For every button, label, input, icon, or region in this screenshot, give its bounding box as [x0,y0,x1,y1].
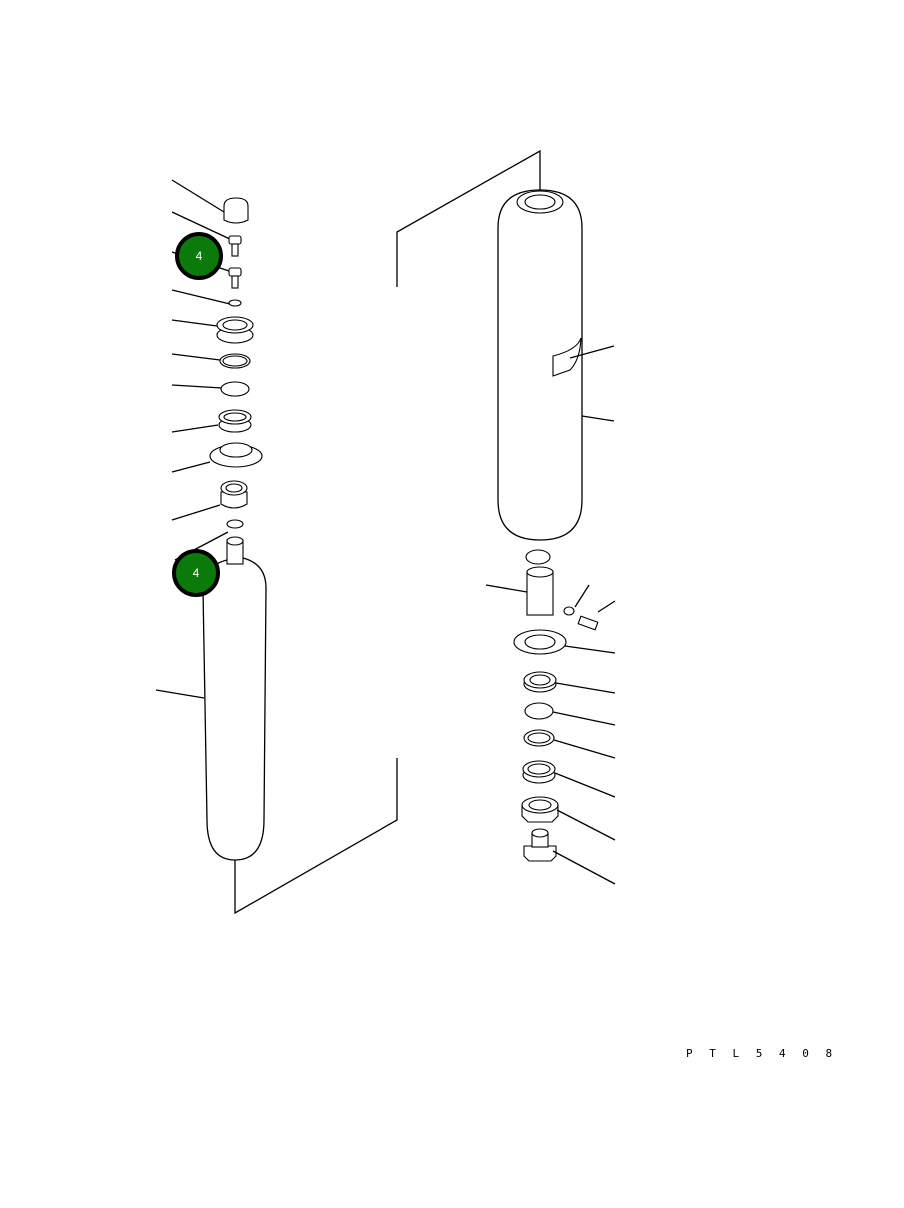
right-cylinder [497,189,615,541]
badge-label: 4 [192,566,200,580]
right-assembly [485,549,616,885]
badge-label: 4 [195,249,203,263]
callout-badge-4-bottom[interactable]: 4 [172,549,220,597]
callout-badge-4-top[interactable]: 4 [175,232,223,280]
reference-code: P T L 5 4 0 8 [686,1047,838,1060]
connector-lines [234,149,541,915]
left-assembly [202,197,267,861]
